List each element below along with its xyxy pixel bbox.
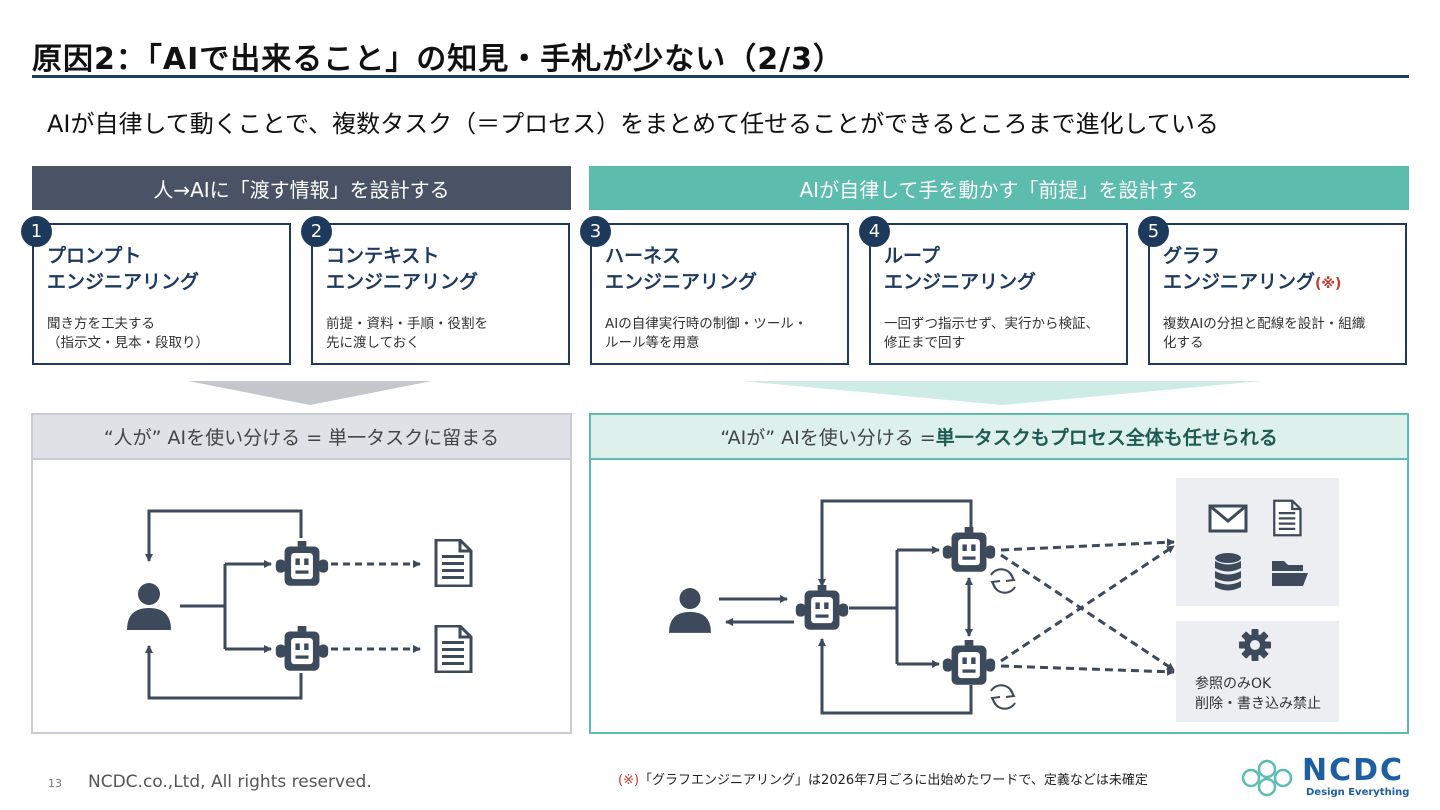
card-title-line1: プロンプト (47, 245, 142, 267)
panel-human-uses-ai: “人が” AIを使い分ける = 単一タスクに留まる (31, 413, 572, 734)
mail-icon (1208, 504, 1248, 533)
number-badge: 3 (580, 216, 611, 247)
card-title: ハーネスエンジニアリング (605, 243, 757, 295)
page-subtitle: AIが自律して動くことで、複数タスク（＝プロセス）をまとめて任せることができると… (47, 110, 1219, 138)
panel-ai-uses-ai: “AIが” AIを使い分ける = 単一タスクもプロセス全体も任せられる (589, 413, 1409, 734)
robot-icon (942, 640, 996, 685)
card-desc: 複数AIの分担と配線を設計・組織化する (1163, 315, 1365, 353)
robot-icon (275, 541, 329, 586)
page-number: 13 (48, 777, 62, 790)
card-title: グラフエンジニアリング(※) (1163, 243, 1341, 297)
card-loop-engineering: ループエンジニアリング 一回ずつ指示せず、実行から検証、修正まで回す (869, 223, 1128, 365)
number-badge: 4 (859, 216, 890, 247)
panel-title: “AIが” AIを使い分ける = 単一タスクもプロセス全体も任せられる (591, 415, 1407, 460)
card-context-engineering: コンテキストエンジニアリング 前提・資料・手順・役割を先に渡しておく (311, 223, 570, 365)
panel-title: “人が” AIを使い分ける = 単一タスクに留まる (33, 415, 570, 460)
card-title-line1: ハーネス (605, 245, 682, 267)
database-icon (1215, 553, 1241, 591)
robot-icon (942, 527, 996, 572)
card-title-line1: ループ (884, 245, 940, 267)
robot-icon (275, 626, 329, 671)
card-title-line1: コンテキスト (326, 245, 440, 267)
title-rule (32, 75, 1409, 78)
footnote-text: 「グラフエンジニアリング」は2026年7月ごろに出始めたワードで、定義などは未確… (639, 773, 1148, 788)
number-badge: 1 (21, 216, 52, 247)
card-title-line2: エンジニアリング (605, 271, 758, 293)
band-left: 人→AIに「渡す情報」を設計する (32, 166, 571, 210)
permission-line1: 参照のみOK (1195, 675, 1272, 692)
card-title-line2: エンジニアリング (1163, 271, 1316, 293)
refresh-icon (990, 568, 1016, 594)
card-desc-line1: 聞き方を工夫する (47, 316, 155, 332)
card-desc-line1: 複数AIの分担と配線を設計・組織 (1163, 316, 1366, 332)
card-desc-line2: 修正まで回す (884, 335, 965, 351)
document-icon (434, 539, 473, 587)
card-desc-line1: 一回ずつ指示せず、実行から検証、 (884, 316, 1100, 332)
card-desc-line1: AIの自律実行時の制御・ツール・ (605, 316, 808, 332)
card-desc-line2: 先に渡しておく (326, 335, 420, 351)
down-arrow-left (188, 381, 432, 405)
panel-title-highlight: 単一タスクもプロセス全体も任せられる (935, 427, 1278, 449)
refresh-icon (990, 684, 1016, 710)
card-title-line1: グラフ (1163, 245, 1221, 267)
page-title: 原因2：「AIで出来ること」の知見・手札が少ない（2/3） (32, 42, 844, 77)
gear-icon (1239, 629, 1271, 661)
card-title: プロンプトエンジニアリング (47, 243, 199, 295)
down-arrow-right (742, 381, 1262, 405)
number-badge: 2 (301, 216, 332, 247)
footer-copyright: 13 NCDC.co.,Ltd, All rights reserved. (48, 772, 372, 792)
card-title: ループエンジニアリング (884, 243, 1036, 295)
panel-title-prefix: “AIが” AIを使い分ける = (720, 427, 936, 449)
card-harness-engineering: ハーネスエンジニアリング AIの自律実行時の制御・ツール・ルール等を用意 (590, 223, 849, 365)
single-task-diagram (127, 509, 473, 700)
footnote: (※)「グラフエンジニアリング」は2026年7月ごろに出始めたワードで、定義など… (618, 769, 1148, 788)
number-badge: 5 (1138, 216, 1169, 247)
logo-name: NCDC (1302, 753, 1405, 788)
card-desc-line2: 化する (1163, 335, 1204, 351)
card-prompt-engineering: プロンプトエンジニアリング 聞き方を工夫する （指示文・見本・段取り） (32, 223, 291, 365)
card-desc: 一回ずつ指示せず、実行から検証、修正まで回す (884, 315, 1099, 353)
permission-line2: 削除・書き込み禁止 (1195, 696, 1321, 712)
process-diagram: 参照のみOK 削除・書き込み禁止 (669, 478, 1339, 722)
folder-icon (1272, 561, 1308, 586)
resource-box (1176, 478, 1339, 606)
card-title-line2: エンジニアリング (884, 271, 1037, 293)
card-note: (※) (1315, 276, 1342, 292)
robot-icon (795, 585, 849, 630)
logo-tagline: Design Everything (1306, 787, 1410, 798)
ncdc-logo-icon (1241, 759, 1293, 797)
person-icon (669, 588, 711, 633)
card-desc-line2: （指示文・見本・段取り） (47, 335, 209, 351)
copyright-text: NCDC.co.,Ltd, All rights reserved. (88, 772, 372, 792)
card-title-line2: エンジニアリング (326, 271, 479, 293)
card-desc-line1: 前提・資料・手順・役割を (326, 316, 488, 332)
card-desc: 前提・資料・手順・役割を先に渡しておく (326, 315, 488, 353)
person-icon (127, 583, 171, 630)
document-icon (434, 625, 473, 673)
band-right: AIが自律して手を動かす「前提」を設計する (589, 166, 1409, 210)
card-desc-line2: ルール等を用意 (605, 335, 700, 351)
card-title: コンテキストエンジニアリング (326, 243, 478, 295)
card-graph-engineering: グラフエンジニアリング(※) 複数AIの分担と配線を設計・組織化する (1148, 223, 1407, 365)
card-title-line2: エンジニアリング (47, 271, 200, 293)
card-desc: AIの自律実行時の制御・ツール・ルール等を用意 (605, 315, 807, 353)
document-icon (1273, 499, 1302, 537)
footnote-mark: (※) (618, 773, 640, 788)
card-desc: 聞き方を工夫する （指示文・見本・段取り） (47, 315, 209, 353)
